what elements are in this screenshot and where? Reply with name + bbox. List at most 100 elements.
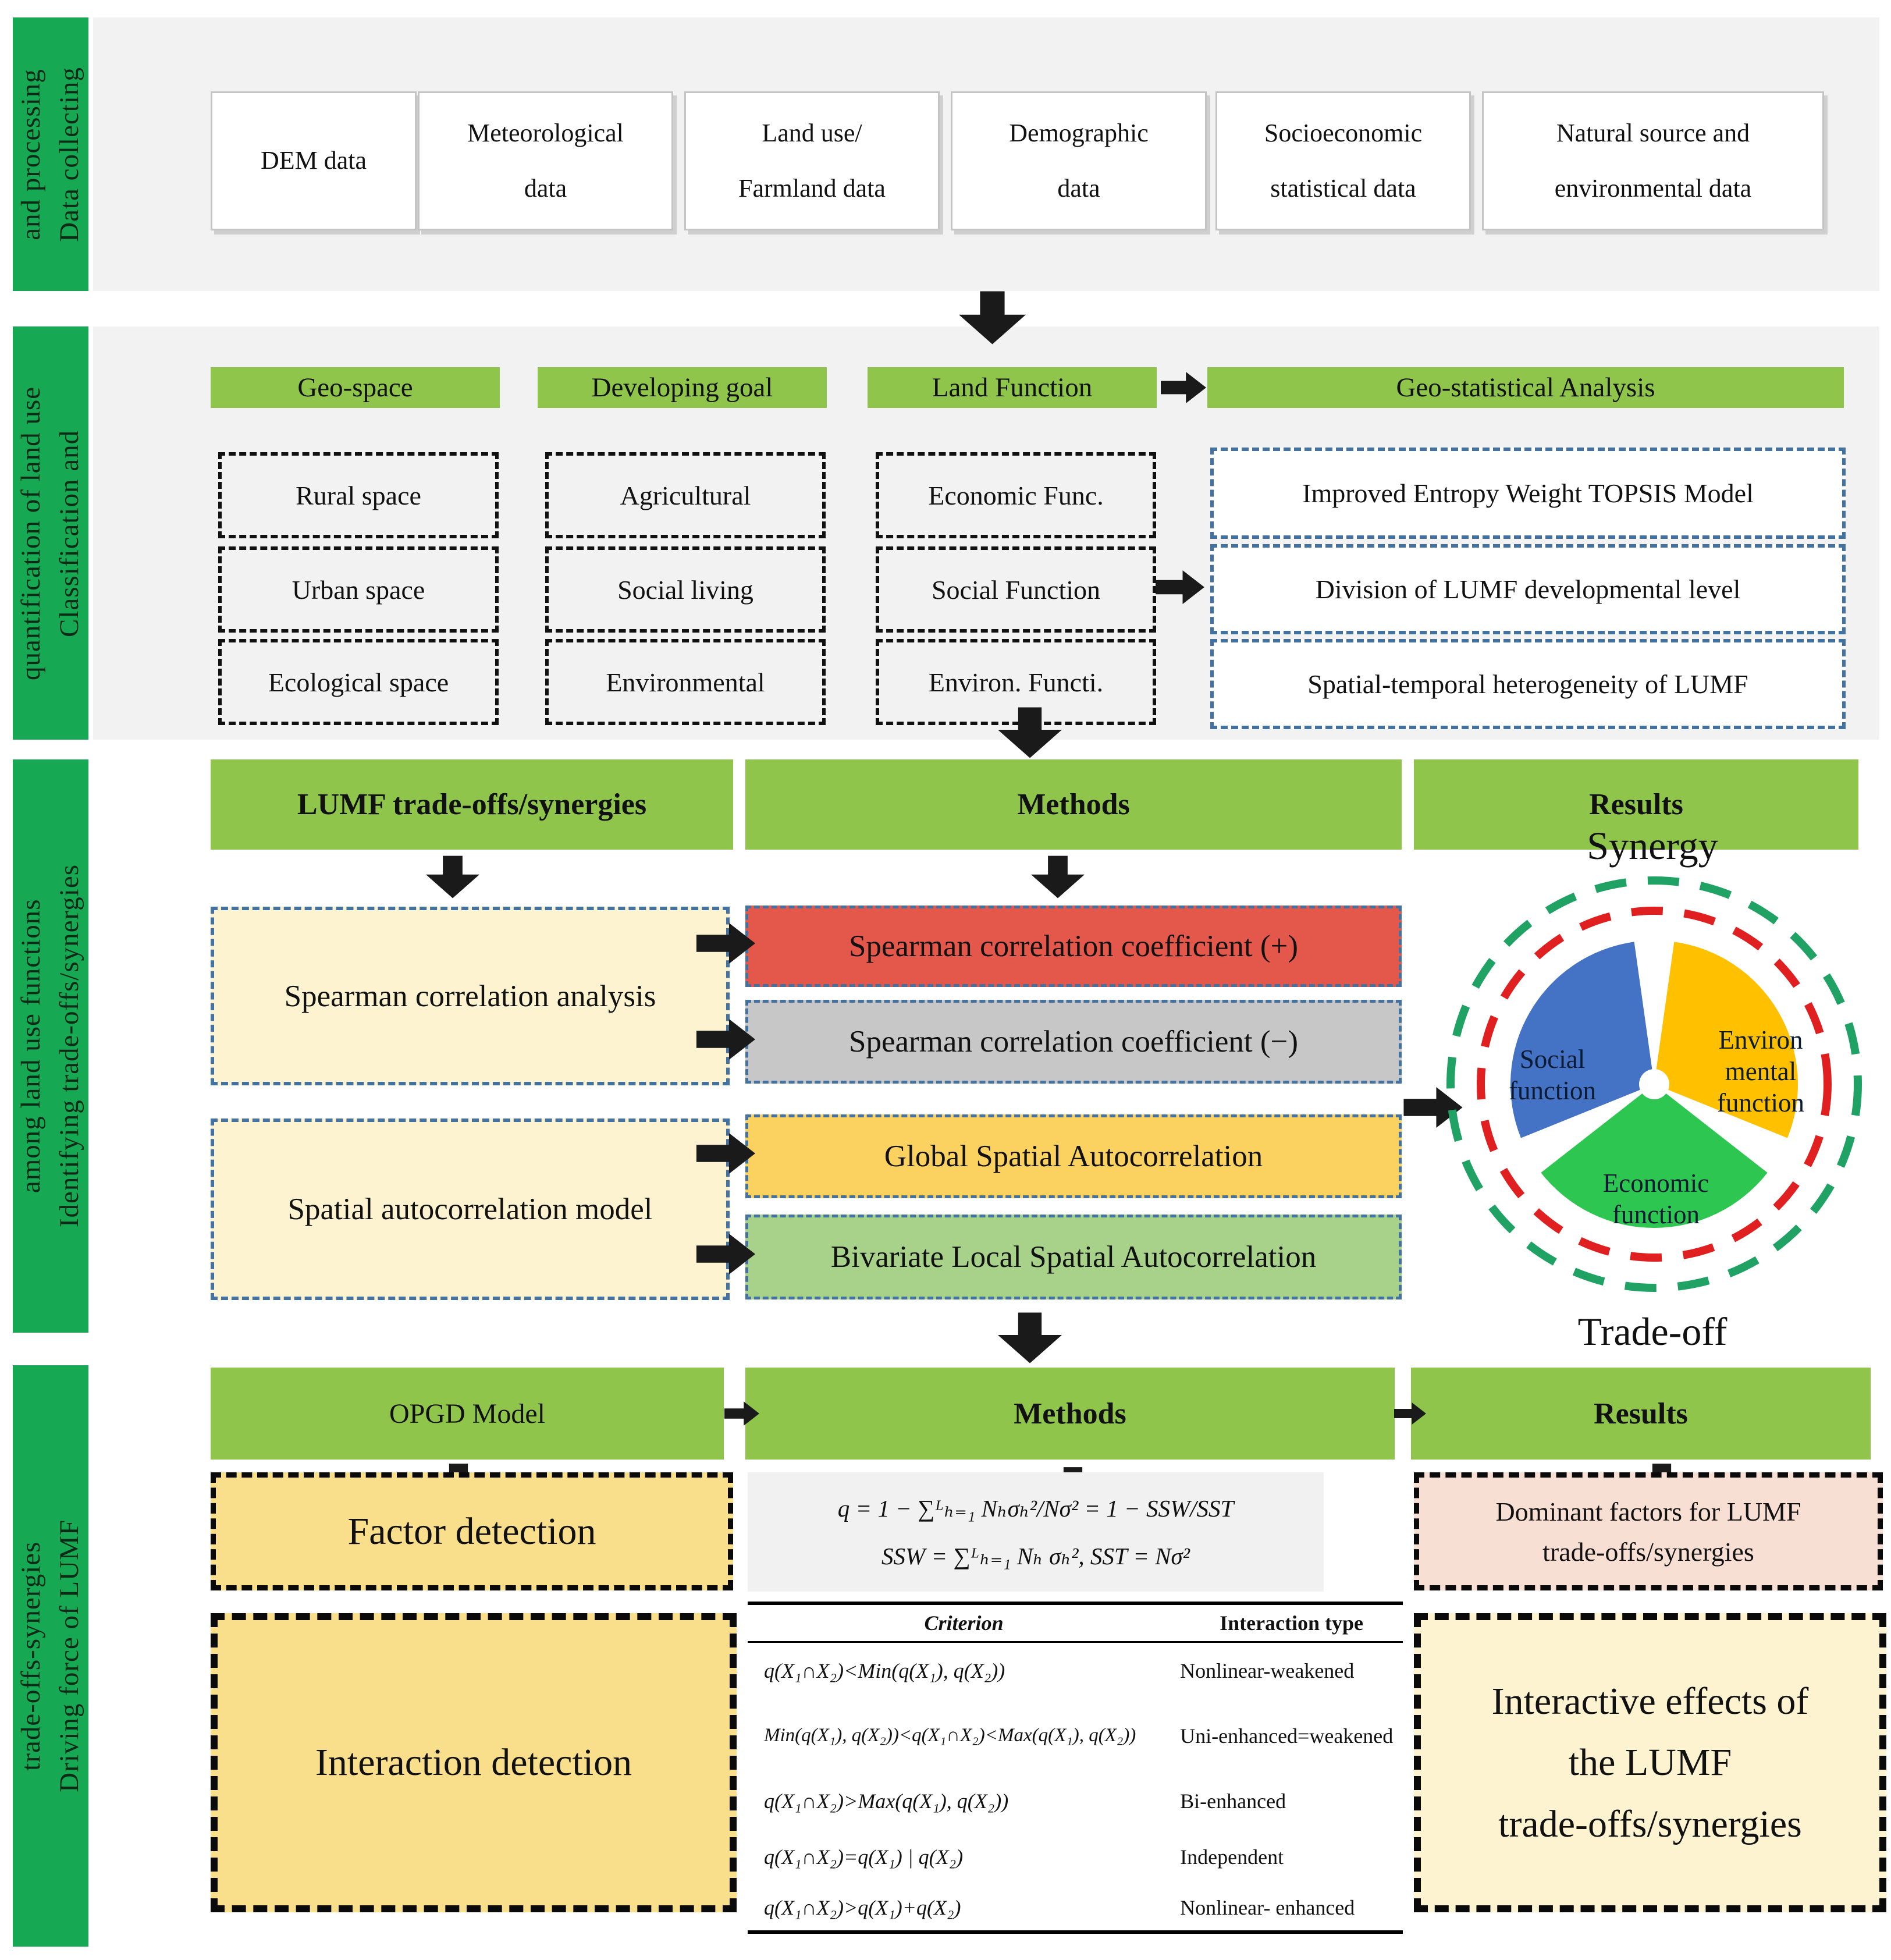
category-box-environ-functi: Environ. Functi. — [876, 639, 1156, 725]
sidebar-label-1: Data collecting and processing — [16, 66, 84, 242]
sidebar-label-3: Identifying trade-offs/synergies among l… — [16, 864, 84, 1228]
category-box-social-function: Social Function — [876, 546, 1156, 633]
table-row: q(X₁∩X₂)=q(X₁) | q(X₂) Independent — [748, 1829, 1403, 1885]
method-box-bivariate-local: Bivariate Local Spatial Autocorrelation — [745, 1215, 1402, 1299]
pie-chart: Social function Environ mental function … — [1442, 872, 1867, 1297]
pie-segment-social — [1510, 942, 1654, 1138]
analysis-box-spearman: Spearman correlation analysis — [211, 907, 730, 1085]
data-box-meteorological: Meteorological data — [418, 91, 673, 230]
interaction-type-cell: Bi-enhanced — [1180, 1789, 1286, 1813]
detection-label: Interaction detection — [315, 1741, 632, 1784]
data-box-label: Land use/ Farmland data — [738, 118, 886, 203]
arrow-right-to-bivariate-local — [696, 1234, 756, 1274]
analysis-label: Spearman correlation analysis — [284, 979, 656, 1013]
category-box-agricultural: Agricultural — [545, 452, 826, 538]
criterion-cell: q(X₁∩X₂)<Min(q(X₁), q(X₂)) — [764, 1659, 1005, 1682]
interaction-type-cell: Nonlinear-weakened — [1180, 1659, 1355, 1682]
detection-label: Factor detection — [347, 1510, 596, 1553]
arrow-right-to-global-spatial — [696, 1133, 756, 1174]
sidebar-section-data-collecting: Data collecting and processing — [13, 17, 88, 291]
data-box-label: Meteorological data — [467, 118, 624, 203]
data-box-label: Socioeconomic statistical data — [1264, 118, 1423, 203]
data-box-demographic: Demographic data — [951, 91, 1207, 230]
pie-label-environmental: Environ mental function — [1717, 1025, 1804, 1117]
table-header-interaction-type: Interaction type — [1220, 1611, 1364, 1635]
pie-top-label: Synergy — [1513, 822, 1792, 869]
category-label: Urban space — [292, 574, 425, 605]
header-lumf-tradeoffs: LUMF trade-offs/synergies — [211, 759, 733, 850]
column-header-developing-goal: Developing goal — [538, 367, 827, 408]
header-label: Results — [1589, 788, 1683, 821]
data-box-label: Demographic data — [1009, 118, 1149, 203]
category-box-ecological-space: Ecological space — [218, 639, 499, 725]
arrow-right-methods-results — [1394, 1402, 1426, 1425]
sidebar-section-driving-force: Driving force of LUMF trade-offs-synergi… — [13, 1365, 88, 1947]
analysis-box-topsis: Improved Entropy Weight TOPSIS Model — [1210, 448, 1846, 539]
analysis-box-spatial-autocorrelation: Spatial autocorrelation model — [211, 1119, 730, 1300]
table-row: q(X₁∩X₂)>Max(q(X₁), q(X₂)) Bi-enhanced — [748, 1773, 1403, 1829]
tradeoff-label: Trade-off — [1577, 1309, 1728, 1354]
arrow-right-to-spearman-negative — [696, 1019, 756, 1060]
method-label: Spearman correlation coefficient (−) — [848, 1025, 1299, 1059]
result-label: Dominant factors for LUMF trade-offs/syn… — [1495, 1496, 1801, 1567]
criterion-table: Criterion Interaction type q(X₁∩X₂)<Min(… — [748, 1602, 1403, 1934]
outer-dashed-circle-synergy — [1446, 876, 1862, 1292]
data-box-natural-source: Natural source and environmental data — [1482, 91, 1824, 230]
pie-hub — [1639, 1069, 1669, 1099]
criterion-cell: q(X₁∩X₂)>q(X₁)+q(X₂) — [764, 1896, 961, 1919]
detection-box-factor: Factor detection — [211, 1472, 733, 1590]
q-statistic-formula-panel: q = 1 − ∑ᴸₕ₌₁ Nₕσₕ²/Nσ² = 1 − SSW/SST SS… — [748, 1472, 1324, 1592]
header-label: Methods — [1017, 788, 1130, 821]
analysis-label: Spatial autocorrelation model — [287, 1192, 653, 1226]
arrow-right-to-spearman-positive — [696, 923, 756, 964]
column-header-label: Developing goal — [591, 372, 773, 403]
data-box-label: Natural source and environmental data — [1554, 118, 1752, 203]
pie-bottom-label: Trade-off — [1513, 1308, 1792, 1355]
analysis-label: Division of LUMF developmental level — [1315, 574, 1741, 604]
interaction-type-cell: Nonlinear- enhanced — [1180, 1896, 1355, 1919]
arrow-right-landfunction-geostatistical — [1161, 372, 1206, 403]
sidebar-section-identifying: Identifying trade-offs/synergies among l… — [13, 759, 88, 1333]
pie-segment-environmental — [1654, 942, 1798, 1138]
arrow-down-lumf-header — [426, 855, 479, 899]
pie-label-social: Social function — [1509, 1045, 1596, 1105]
analysis-label: Spatial-temporal heterogeneity of LUMF — [1307, 669, 1748, 699]
column-header-land-function: Land Function — [868, 367, 1157, 408]
data-box-landuse: Land use/ Farmland data — [684, 91, 940, 230]
category-box-economic-func: Economic Func. — [876, 452, 1156, 538]
arrow-down-s1-s2 — [959, 291, 1026, 345]
method-box-spearman-negative: Spearman correlation coefficient (−) — [745, 1000, 1402, 1084]
interaction-type-cell: Independent — [1180, 1845, 1284, 1869]
synergy-label: Synergy — [1587, 823, 1718, 868]
data-box-socioeconomic: Socioeconomic statistical data — [1215, 91, 1471, 230]
sidebar-label-2: Classification and quantification of lan… — [16, 386, 84, 680]
column-header-label: Land Function — [932, 372, 1093, 403]
category-label: Economic Func. — [928, 480, 1104, 510]
column-header-geo-space: Geo-space — [211, 367, 500, 408]
pie-label-economic: Economic function — [1602, 1169, 1709, 1229]
category-label: Environmental — [606, 667, 765, 697]
arrow-right-to-pie — [1403, 1087, 1463, 1128]
header-results-s3: Results — [1414, 759, 1858, 850]
category-box-rural-space: Rural space — [218, 452, 499, 538]
analysis-box-division-lumf: Division of LUMF developmental level — [1210, 544, 1846, 634]
category-box-social-living: Social living — [545, 546, 826, 633]
method-label: Global Spatial Autocorrelation — [884, 1139, 1263, 1173]
arrow-down-s2-s3 — [998, 707, 1062, 758]
category-label: Social Function — [931, 574, 1101, 605]
result-box-interactive-effects: Interactive effects of the LUMF trade-of… — [1414, 1613, 1886, 1912]
analysis-box-spatial-temporal: Spatial-temporal heterogeneity of LUMF — [1210, 639, 1846, 729]
method-box-spearman-positive: Spearman correlation coefficient (+) — [745, 906, 1402, 987]
category-label: Ecological space — [268, 667, 449, 697]
table-row: q(X₁∩X₂)<Min(q(X₁), q(X₂)) Nonlinear-wea… — [748, 1643, 1403, 1699]
category-box-environmental: Environmental — [545, 639, 826, 725]
column-header-label: Geo-space — [297, 372, 413, 403]
criterion-cell: q(X₁∩X₂)=q(X₁) | q(X₂) — [764, 1845, 964, 1869]
arrow-right-opgd-methods — [724, 1401, 759, 1426]
pie-chart-svg — [1446, 876, 1862, 1292]
table-row: Min(q(X₁), q(X₂))<q(X₁∩X₂)<Max(q(X₁), q(… — [748, 1699, 1403, 1773]
arrow-down-s3-s4 — [998, 1312, 1062, 1364]
method-label: Bivariate Local Spatial Autocorrelation — [830, 1240, 1317, 1274]
category-label: Rural space — [296, 480, 421, 510]
